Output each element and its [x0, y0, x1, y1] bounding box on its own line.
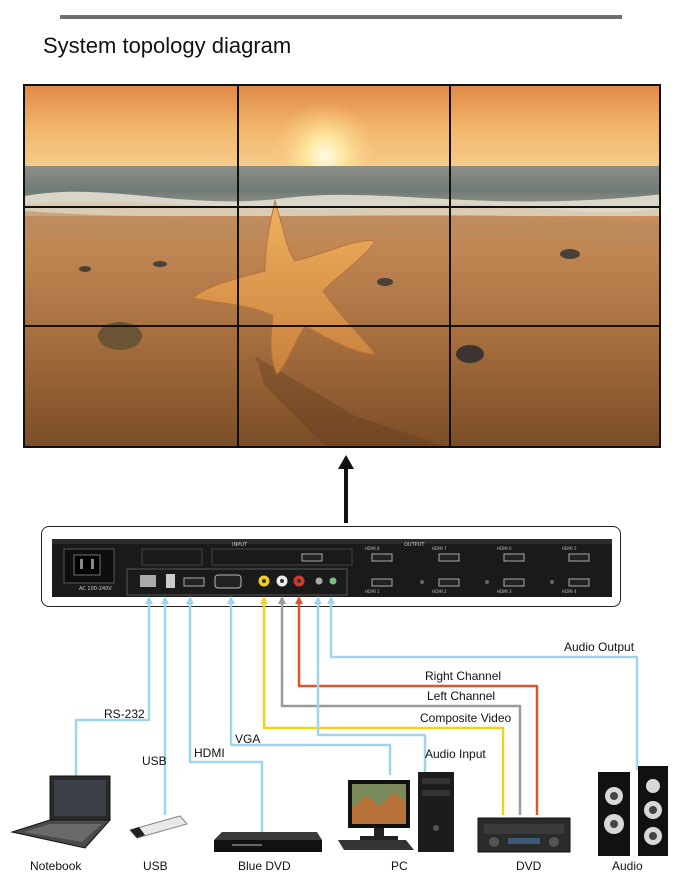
top-divider — [60, 15, 622, 19]
usb-stick-icon — [129, 815, 188, 839]
signal-arrow-icon — [338, 455, 354, 523]
power-label: AC 100-240V — [79, 586, 112, 592]
notebook-icon — [10, 775, 112, 849]
output-port-label: HDMI 5 — [562, 546, 577, 551]
video-wall — [23, 84, 661, 448]
dvd-player-icon — [477, 817, 571, 853]
device-label-usb: USB — [143, 859, 168, 873]
usb-cable-label: USB — [142, 754, 167, 768]
output-port-label: HDMI 8 — [365, 546, 380, 551]
vga-label: VGA — [235, 732, 261, 746]
controller-frame: AC 100-240V INPUT OUTPUT HDMI 8 HDMI 7 H… — [41, 526, 621, 607]
output-port-label: HDMI 7 — [432, 546, 447, 551]
audio-output-label: Audio Output — [564, 640, 635, 654]
output-port-label: HDMI 2 — [432, 589, 447, 594]
composite-video-label: Composite Video — [420, 711, 512, 725]
hdmi-cable — [188, 598, 264, 832]
device-label-notebook: Notebook — [30, 859, 82, 873]
input-label: INPUT — [232, 542, 247, 548]
video-wall-image — [25, 86, 659, 446]
output-port-label: HDMI 4 — [562, 589, 577, 594]
output-port-label: HDMI 3 — [497, 589, 512, 594]
device-label-pc: PC — [391, 859, 408, 873]
device-label-blue-dvd: Blue DVD — [238, 859, 291, 873]
output-port-label: HDMI 6 — [497, 546, 512, 551]
output-label: OUTPUT — [404, 542, 425, 548]
rs232-cable — [74, 598, 151, 780]
controller-unit — [52, 539, 612, 597]
hdmi-label: HDMI — [194, 746, 225, 760]
rs232-label: RS-232 — [104, 707, 145, 721]
output-port-label: HDMI 1 — [365, 589, 380, 594]
device-label-audio: Audio — [612, 859, 643, 873]
left-channel-label: Left Channel — [427, 689, 496, 703]
blue-dvd-player-icon — [214, 832, 322, 852]
device-label-dvd: DVD — [516, 859, 542, 873]
audio-input-cable — [316, 598, 427, 775]
right-channel-label: Right Channel — [425, 669, 502, 683]
page-title: System topology diagram — [43, 33, 292, 58]
audio-input-label: Audio Input — [425, 747, 486, 761]
audio-speakers-icon — [598, 766, 668, 856]
vga-cable — [229, 598, 392, 775]
pc-icon — [338, 772, 454, 852]
audio-output-cable — [329, 598, 639, 770]
